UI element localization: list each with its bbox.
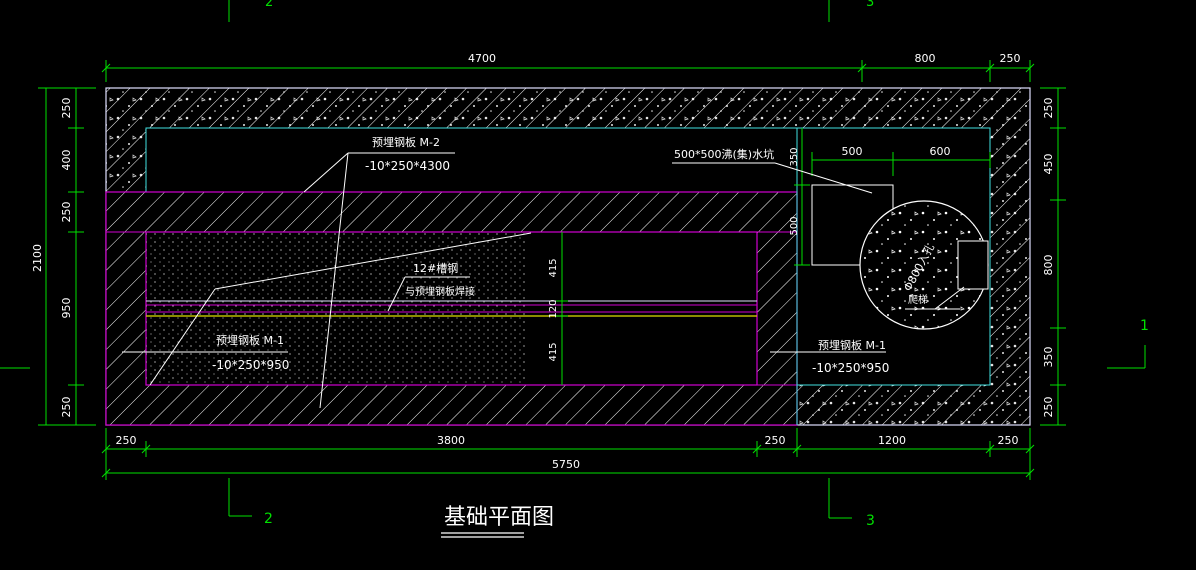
label-sump-pit: 500*500沸(集)水坑 bbox=[674, 147, 774, 161]
dim-right-5: 250 bbox=[1042, 397, 1055, 418]
label-plate-m1-right: 预埋钢板 M-1 bbox=[818, 338, 886, 352]
drawing-title: 基础平面图 bbox=[444, 505, 554, 530]
label-plate-m1-left-spec: -10*250*950 bbox=[212, 358, 289, 372]
label-channel: 12#槽钢 bbox=[413, 262, 458, 275]
axis-label-bottom-right: 3 bbox=[866, 513, 875, 529]
dim-left-2: 400 bbox=[60, 150, 73, 171]
axis-markers bbox=[0, 0, 1146, 519]
label-ladder: 爬梯 bbox=[908, 293, 928, 306]
axis-label-right: 1 bbox=[1140, 318, 1149, 334]
leader-lines bbox=[122, 152, 965, 409]
dim-left-4: 950 bbox=[60, 298, 73, 319]
dim-left-5: 250 bbox=[60, 397, 73, 418]
slab-dimension bbox=[556, 232, 568, 385]
dim-bottom-5: 250 bbox=[998, 434, 1019, 447]
dim-slab-upper: 415 bbox=[548, 258, 559, 277]
dim-bottom-3: 250 bbox=[765, 434, 786, 447]
dim-pit-height: 500 bbox=[789, 216, 800, 235]
label-channel-note: 与预埋钢板焊接 bbox=[405, 285, 475, 298]
label-plate-m1-right-spec: -10*250*950 bbox=[812, 361, 889, 375]
dim-top-1: 4700 bbox=[468, 52, 496, 65]
dim-hole-offset: 600 bbox=[930, 145, 951, 158]
dim-left-3: 250 bbox=[60, 202, 73, 223]
label-plate-m2-spec: -10*250*4300 bbox=[365, 159, 450, 173]
dim-bottom-total: 5750 bbox=[552, 458, 580, 471]
dimension-bottom bbox=[101, 428, 1035, 480]
dim-bottom-1: 250 bbox=[116, 434, 137, 447]
dim-slab-lower: 415 bbox=[548, 342, 559, 361]
manhole bbox=[859, 200, 989, 330]
label-plate-m2: 预埋钢板 M-2 bbox=[372, 135, 440, 149]
dim-top-3: 250 bbox=[1000, 52, 1021, 65]
dimension-top bbox=[101, 60, 1035, 82]
slab-dotted-area bbox=[146, 232, 526, 385]
dim-pit-top: 350 bbox=[789, 147, 800, 166]
dimension-left bbox=[38, 87, 96, 426]
dim-left-total: 2100 bbox=[31, 244, 44, 272]
dim-slab-mid: 120 bbox=[548, 299, 559, 318]
axis-label-top-right: 3 bbox=[866, 0, 874, 10]
dim-right-1: 250 bbox=[1042, 98, 1055, 119]
dim-bottom-4: 1200 bbox=[878, 434, 906, 447]
dim-right-3: 800 bbox=[1042, 255, 1055, 276]
label-plate-m1-left: 预埋钢板 M-1 bbox=[216, 333, 284, 347]
dim-right-4: 350 bbox=[1042, 347, 1055, 368]
dim-left-1: 250 bbox=[60, 98, 73, 119]
channel-steel bbox=[146, 300, 757, 317]
dim-top-2: 800 bbox=[915, 52, 936, 65]
dimension-right bbox=[1040, 87, 1066, 426]
pit-dimension bbox=[794, 128, 991, 266]
axis-label-bottom-left: 2 bbox=[264, 511, 273, 527]
dim-bottom-2: 3800 bbox=[437, 434, 465, 447]
dim-pit-width: 500 bbox=[842, 145, 863, 158]
dim-right-2: 450 bbox=[1042, 154, 1055, 175]
axis-label-top-left: 2 bbox=[265, 0, 273, 10]
